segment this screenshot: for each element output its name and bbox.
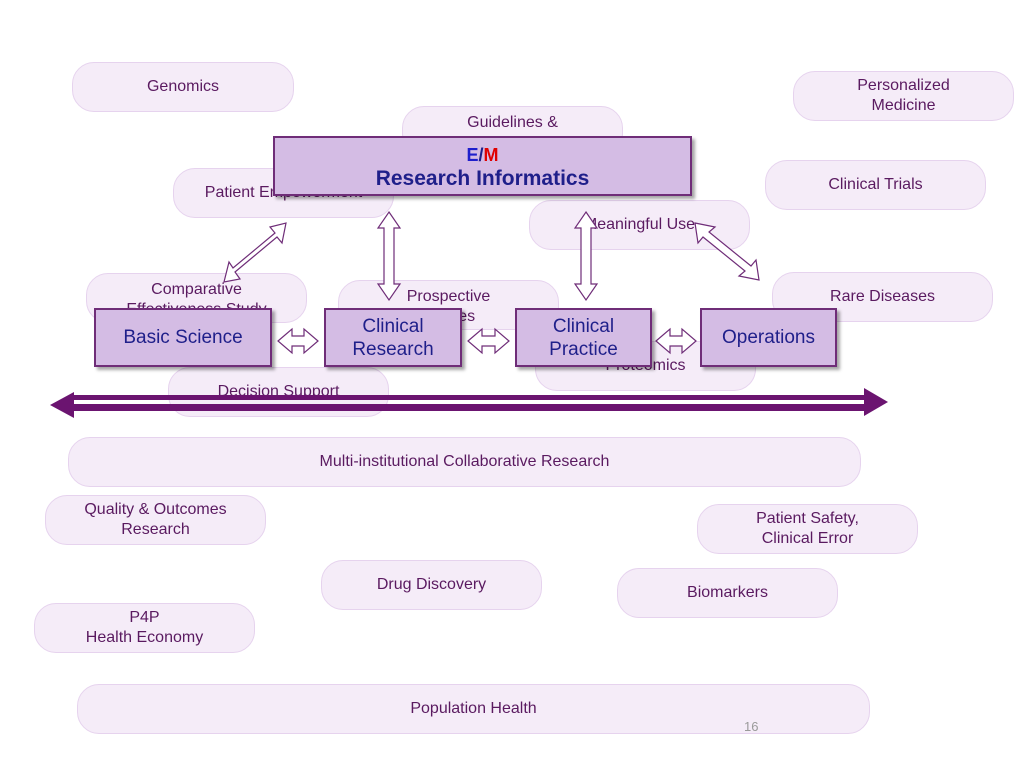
title-e: E xyxy=(466,145,479,165)
topic-genomics: Genomics xyxy=(72,62,294,112)
title-slash: / xyxy=(478,145,484,165)
topic-p4p-health-economy: P4P Health Economy xyxy=(34,603,255,653)
topic-clinical-trials: Clinical Trials xyxy=(765,160,986,210)
topic-drug-discovery: Drug Discovery xyxy=(321,560,542,610)
topic-decision-support: Decision Support xyxy=(168,367,389,417)
topic-multi-institutional-research: Multi-institutional Collaborative Resear… xyxy=(68,437,861,487)
topic-quality-outcomes-research: Quality & Outcomes Research xyxy=(45,495,266,545)
topic-biomarkers: Biomarkers xyxy=(617,568,838,618)
title-m: M xyxy=(483,145,499,165)
page-number: 16 xyxy=(744,719,759,734)
stage-clinical-research: Clinical Research xyxy=(324,308,462,367)
arrow-clinical-research-to-practice xyxy=(467,327,510,355)
stage-basic-science: Basic Science xyxy=(94,308,272,367)
research-informatics-title: Research Informatics xyxy=(375,167,590,190)
topic-meaningful-use: Meaningful Use xyxy=(529,200,750,250)
topic-patient-safety: Patient Safety, Clinical Error xyxy=(697,504,918,554)
em-label: E/M xyxy=(275,144,690,166)
topic-personalized-medicine: Personalized Medicine xyxy=(793,71,1014,121)
topic-population-health: Population Health xyxy=(77,684,870,734)
topic-rare-diseases: Rare Diseases xyxy=(772,272,993,322)
stage-operations: Operations xyxy=(700,308,837,367)
research-informatics-title-box: E/M Research Informatics xyxy=(273,136,692,196)
arrow-basic-to-clinical-research xyxy=(277,327,319,355)
stage-clinical-practice: Clinical Practice xyxy=(515,308,652,367)
